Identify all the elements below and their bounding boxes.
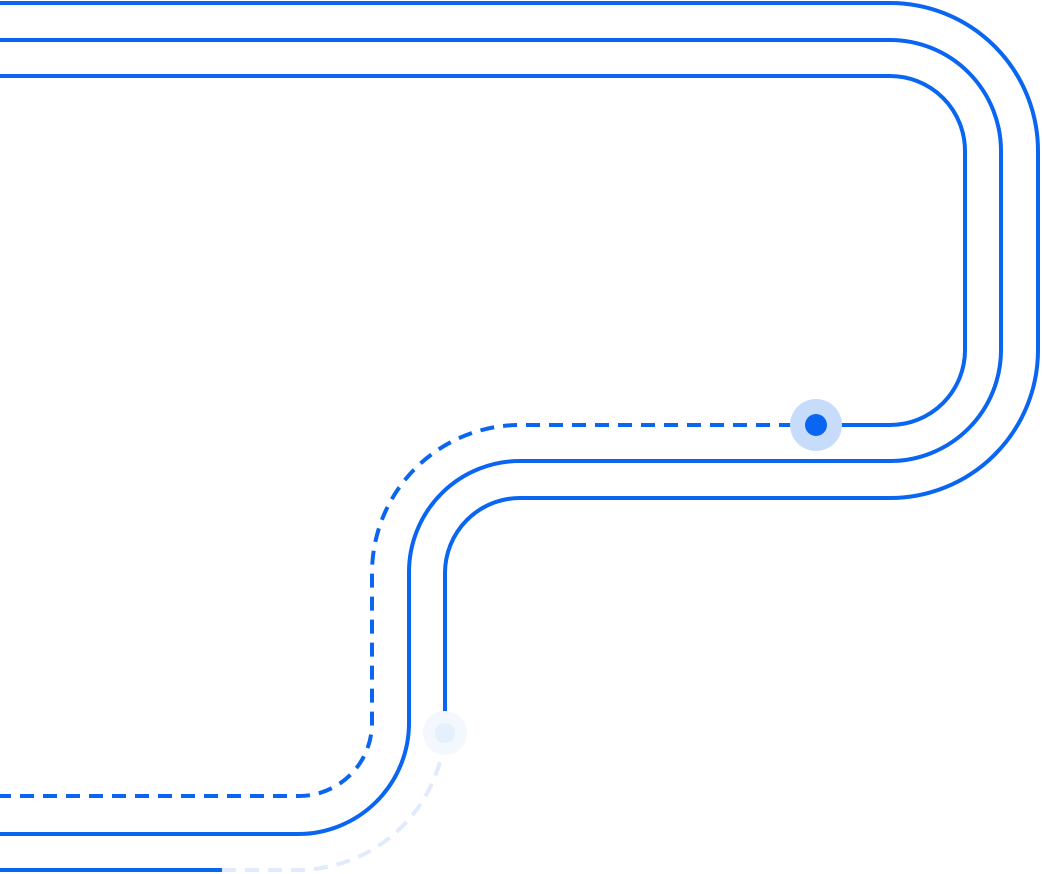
second-route-line [0,38,1003,836]
dashed-route-line [0,423,816,798]
faded-route-node [435,723,455,743]
active-route-node [805,414,827,436]
faded-dashed-route-line [222,732,447,872]
inner-route-line [0,74,967,427]
outer-route-line [0,1,1040,733]
